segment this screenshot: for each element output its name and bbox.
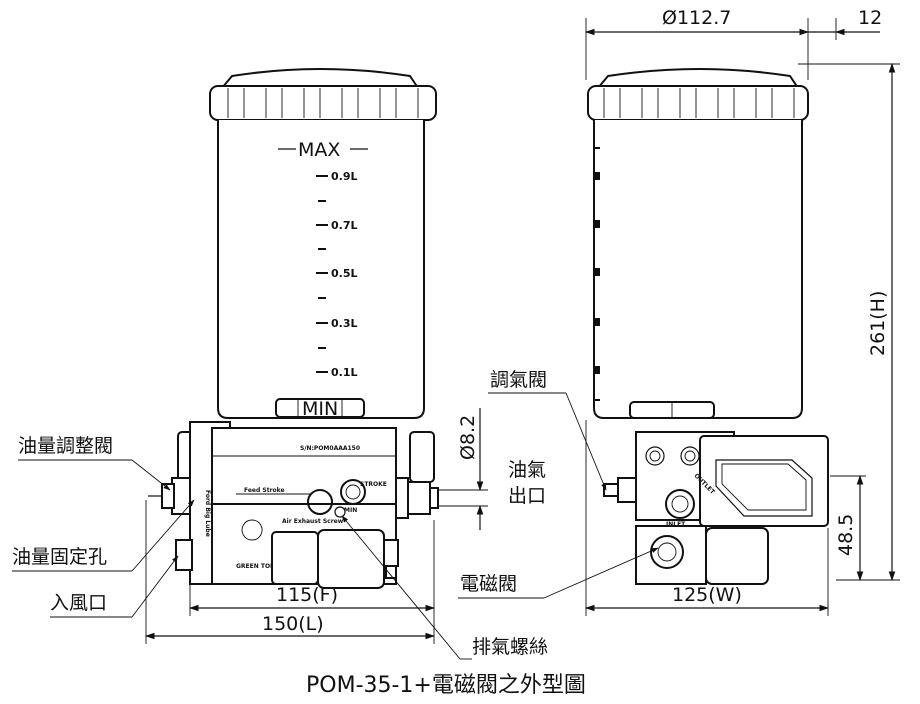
side-pump-body: OUTLET INLET [603,431,829,585]
stroke-knob [340,479,366,505]
min-label: MIN [302,398,338,420]
max-label: MAX [298,139,340,161]
inlet-text: INLET [666,521,686,528]
front-pump-body: S/N:POM0AAA150 Feed Stroke STROKE MIN Ai… [148,421,439,589]
serial-text: S/N:POM0AAA150 [300,445,360,452]
side-lid [587,68,809,121]
air-adjust-knob [665,489,695,519]
figure-caption: POM-35-1+電磁閥之外型圖 [306,673,586,698]
scale-mark: 0.1L [331,366,358,379]
dim-top-offset: 12 [858,7,882,29]
label-air-adjust-valve: 調氣閥 [490,369,547,391]
dim-front-length: 150(L) [262,613,324,635]
label-solenoid-valve: 電磁閥 [460,573,517,595]
dim-width: 125(W) [672,584,742,606]
label-air-outlet-2: 出口 [508,485,546,507]
label-exhaust-screw: 排氣螺絲 [472,636,548,658]
dimension-lines: Ø112.7 12 261(H) 48.5 125(W) 115(F) 150(… [145,7,900,644]
scale-mark: 0.9L [331,170,358,183]
scale-mark: 0.7L [331,219,358,232]
tank-scale: MAX 0.9L 0.7L 0.5L 0.3L 0.1L [278,139,368,379]
side-text: Ford Big Lube [204,490,211,537]
side-view: OUTLET INLET [587,68,829,585]
air-exhaust-text: Air Exhaust Screw [282,518,344,525]
adjust-note: GREEN TONE [236,563,279,570]
label-oil-adjust-valve: 油量調整閥 [18,435,113,457]
callouts: 油量調整閥 油量固定孔 入風口 排氣螺絲 調氣閥 油氣 出口 電磁閥 [12,369,659,660]
exhaust-screw [334,506,346,518]
stroke-knob-label: STROKE [360,481,387,488]
scale-mark: 0.3L [331,317,358,330]
label-air-outlet-1: 油氣 [508,459,546,481]
side-tank-ticks [594,147,600,401]
front-tank-nut: MIN [275,398,365,420]
side-tank [593,120,803,419]
scale-mark: 0.5L [331,267,358,280]
dim-top-diameter: Ø112.7 [662,7,731,29]
front-tank [217,120,425,419]
front-view: MAX 0.9L 0.7L 0.5L 0.3L 0.1L MIN [148,68,439,589]
front-lid [209,68,437,121]
solenoid-nut [650,535,684,569]
label-air-inlet: 入風口 [50,592,107,614]
label-oil-fix-hole: 油量固定孔 [12,546,107,568]
sight-window [307,489,333,515]
dim-bottom-height: 48.5 [835,514,857,556]
dim-front-inner: 115(F) [276,584,338,606]
dim-height: 261(H) [867,291,889,356]
dim-outlet-diameter: Ø8.2 [457,415,479,460]
feed-stroke-text: Feed Stroke [244,487,285,494]
stroke-knob-sub: MIN [344,507,357,514]
